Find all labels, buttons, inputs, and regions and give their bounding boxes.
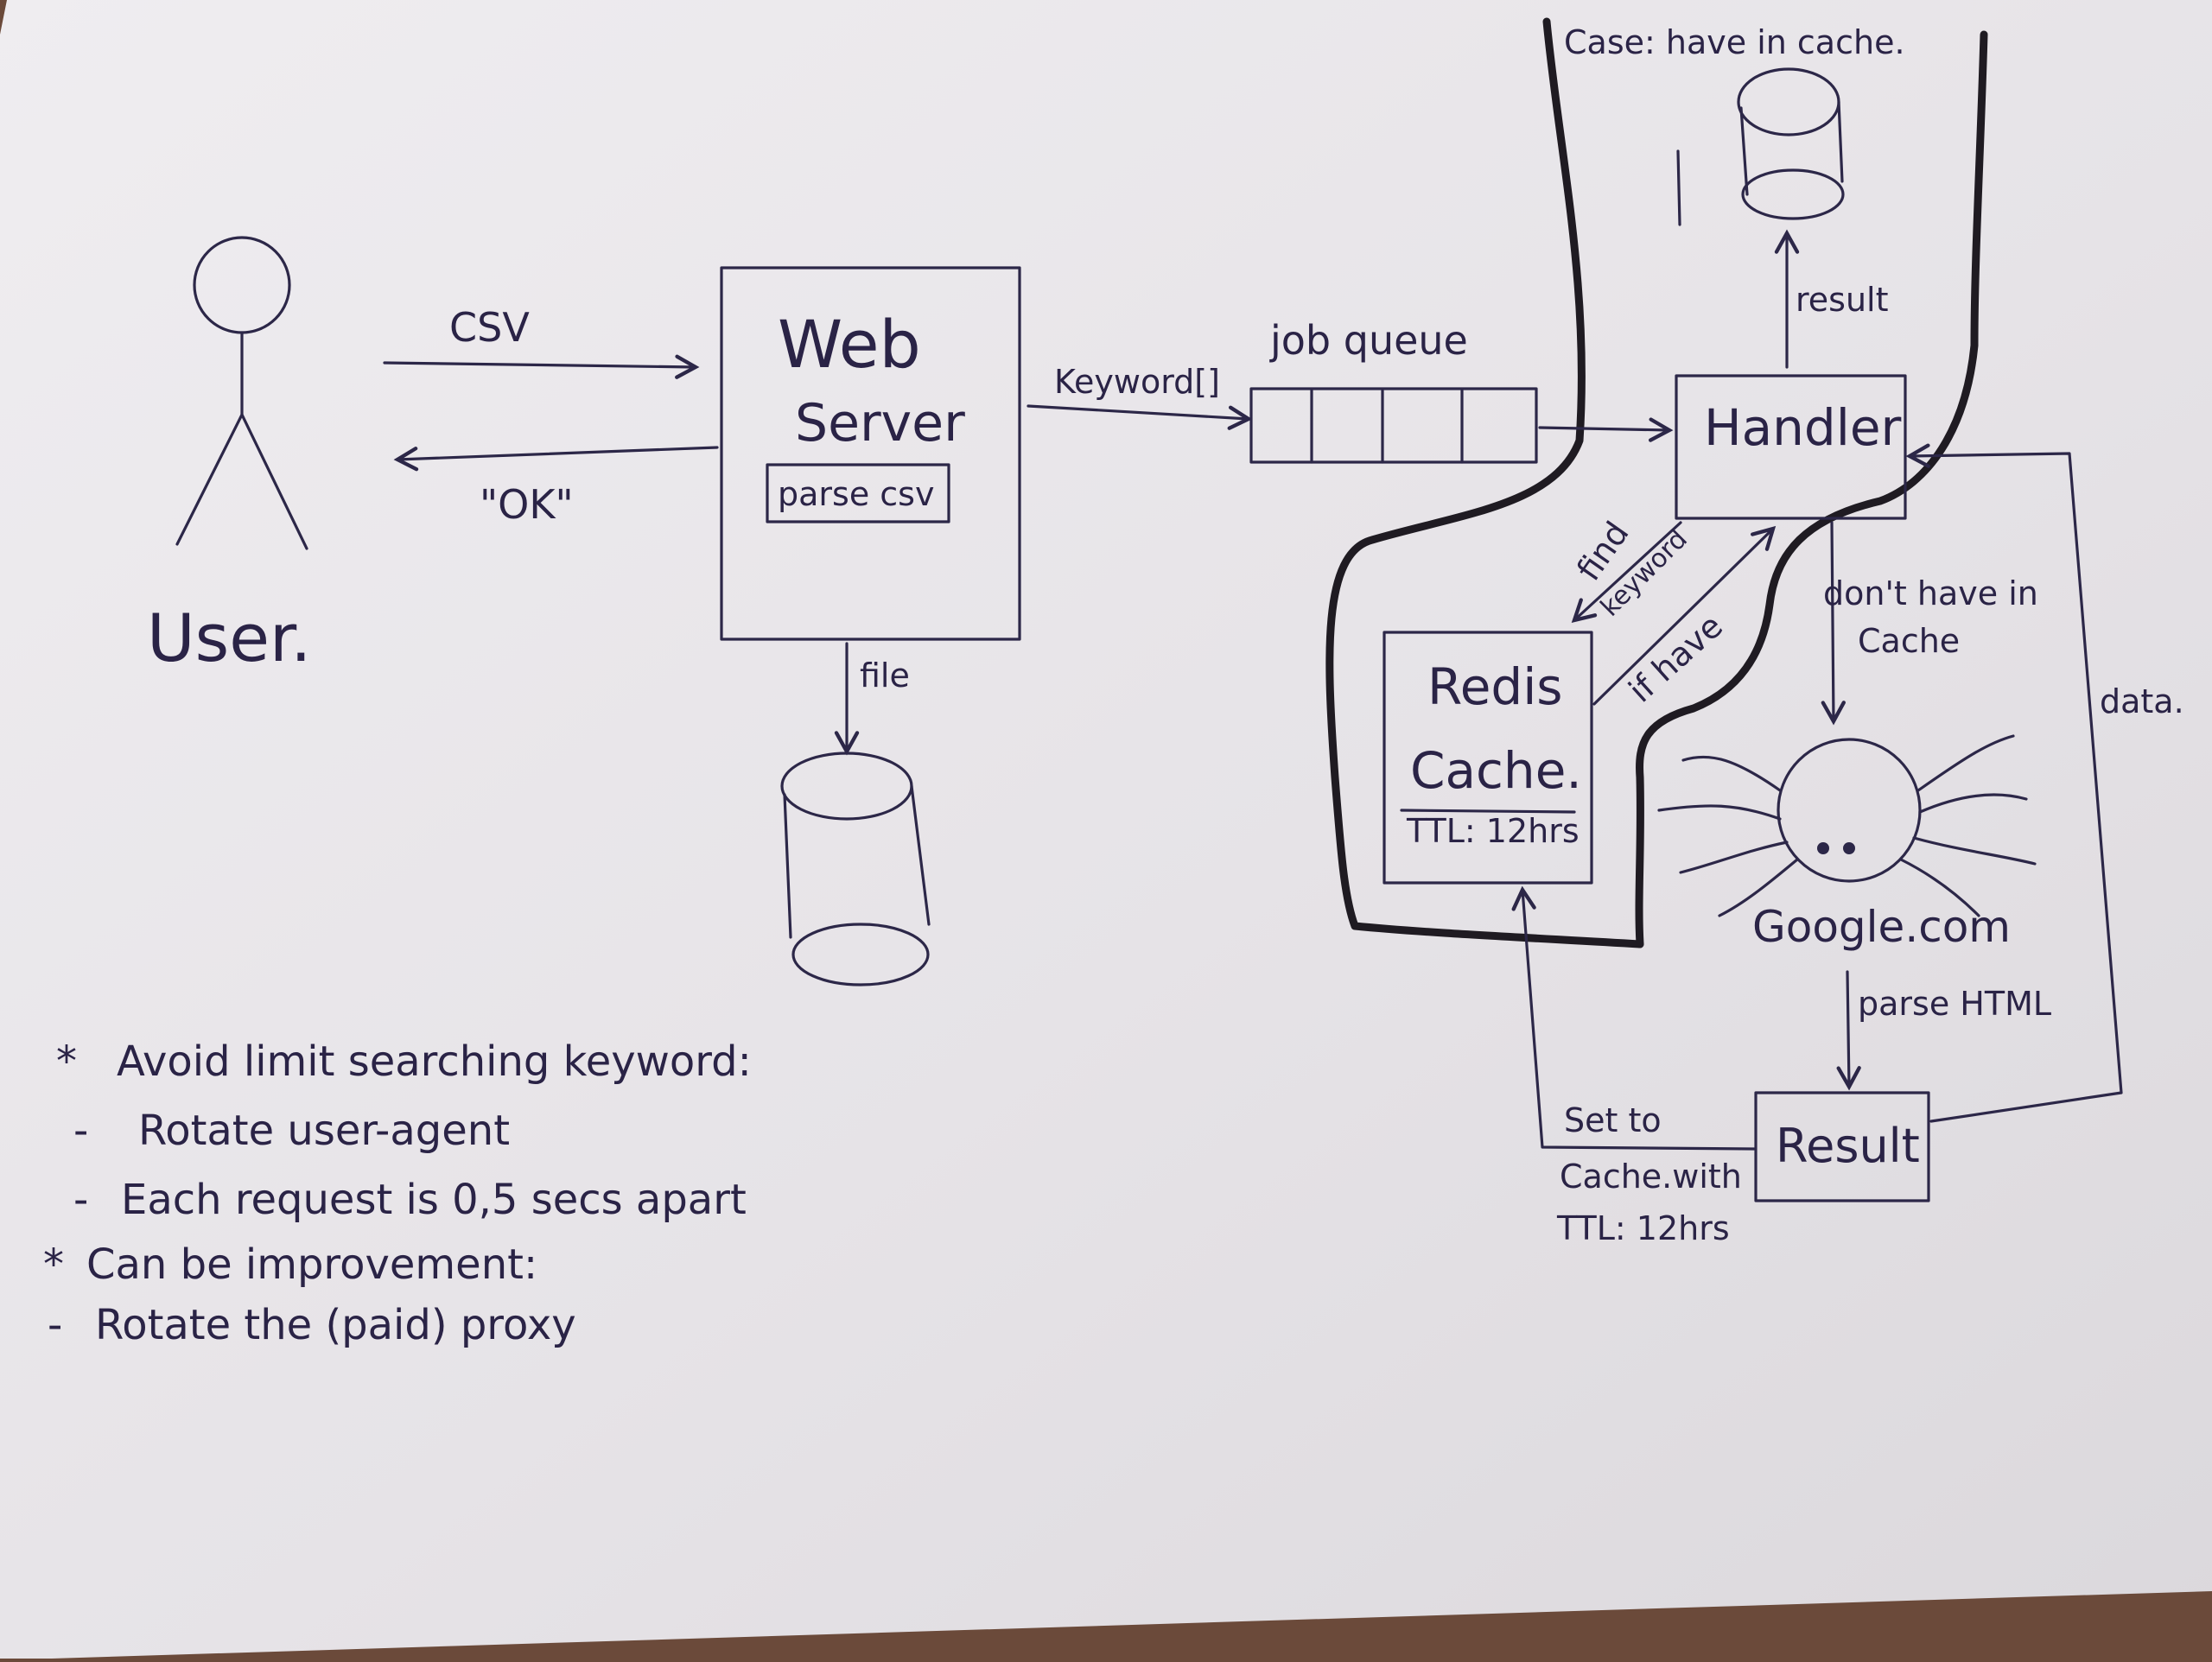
dont-have-arrow <box>1821 521 1846 726</box>
case-label: Case: have in cache. <box>1564 23 1905 61</box>
handler-label: Handler <box>1704 398 1902 457</box>
note-bullet-1: * <box>56 1037 77 1086</box>
parse-html-label: parse HTML <box>1858 985 2051 1023</box>
result-node: Result <box>1754 1091 1930 1202</box>
redis-cache-box <box>1382 631 1593 885</box>
note-text-5: Rotate the (paid) proxy <box>95 1301 576 1349</box>
note-text-3: Each request is 0,5 secs apart <box>121 1176 747 1224</box>
result-box <box>1754 1091 1930 1202</box>
web-server-box <box>720 266 1021 641</box>
handler-node: Handler <box>1675 374 1907 520</box>
user-label: User. <box>147 599 311 676</box>
ok-label: "OK" <box>480 481 574 528</box>
job-queue-box <box>1249 387 1538 464</box>
ok-arrow <box>393 446 719 472</box>
csv-arrow <box>383 354 700 379</box>
keyword-label: Keyword[] <box>1054 363 1220 401</box>
parse-csv-box <box>766 463 950 523</box>
redis-title-2: Cache. <box>1410 741 1582 800</box>
note-bullet-3: - <box>73 1176 88 1224</box>
redis-title-1: Redis <box>1427 657 1563 716</box>
note-bullet-5: - <box>48 1301 62 1349</box>
user-legs <box>175 413 308 550</box>
web-server-title-2: Server <box>795 393 965 454</box>
result-label: Result <box>1776 1119 1920 1173</box>
dont-have-label-2: Cache <box>1858 622 1960 660</box>
web-server-title-1: Web <box>778 306 921 383</box>
note-bullet-2: - <box>73 1107 88 1155</box>
dont-have-label-1: don't have in <box>1823 574 2038 612</box>
set-cache-label-3: TTL: 12hrs <box>1556 1209 1730 1247</box>
keyword-arrow <box>1027 404 1253 430</box>
google-crawler-spider-icon <box>1657 734 2037 917</box>
note-text-2: Rotate user-agent <box>138 1107 510 1155</box>
set-cache-label-2: Cache.with <box>1560 1158 1742 1196</box>
note-text-4: Can be improvement: <box>86 1240 537 1289</box>
job-queue-slots <box>1310 389 1464 464</box>
cache-region-right-boundary <box>1635 30 1988 948</box>
file-storage-database <box>780 752 931 986</box>
redis-cache-node: Redis Cache. TTL: 12hrs <box>1382 631 1593 885</box>
set-to-cache-arrow <box>1511 885 1756 1151</box>
file-label: file <box>860 657 910 695</box>
data-arrow <box>1905 443 2123 1123</box>
find-keyword-arrow <box>1571 521 1682 624</box>
csv-label: CSV <box>449 304 530 351</box>
web-server-node: Web Server parse csv <box>720 266 1021 641</box>
parse-csv-label: parse csv <box>778 475 934 513</box>
redis-divider <box>1400 809 1576 814</box>
job-queue-label: job queue <box>1269 317 1468 364</box>
cache-result-database <box>1676 67 1845 226</box>
notes-list: * Avoid limit searching keyword: - Rotat… <box>43 1037 752 1349</box>
handler-box <box>1675 374 1907 520</box>
set-cache-label-1: Set to <box>1564 1101 1662 1139</box>
note-text-1: Avoid limit searching keyword: <box>117 1037 752 1086</box>
note-bullet-4: * <box>43 1240 64 1289</box>
user-actor: User. <box>147 236 311 676</box>
parse-html-arrow <box>1836 970 1861 1091</box>
redis-ttl-label: TTL: 12hrs <box>1406 812 1580 850</box>
job-queue-node: job queue <box>1249 317 1538 464</box>
if-have-arrow <box>1592 525 1777 706</box>
google-label: Google.com <box>1752 902 2011 952</box>
data-label: data. <box>2100 682 2184 720</box>
queue-to-handler-arrow <box>1538 417 1674 442</box>
cache-region-left-boundary <box>1325 17 1644 948</box>
result-up-label: result <box>1796 281 1889 319</box>
